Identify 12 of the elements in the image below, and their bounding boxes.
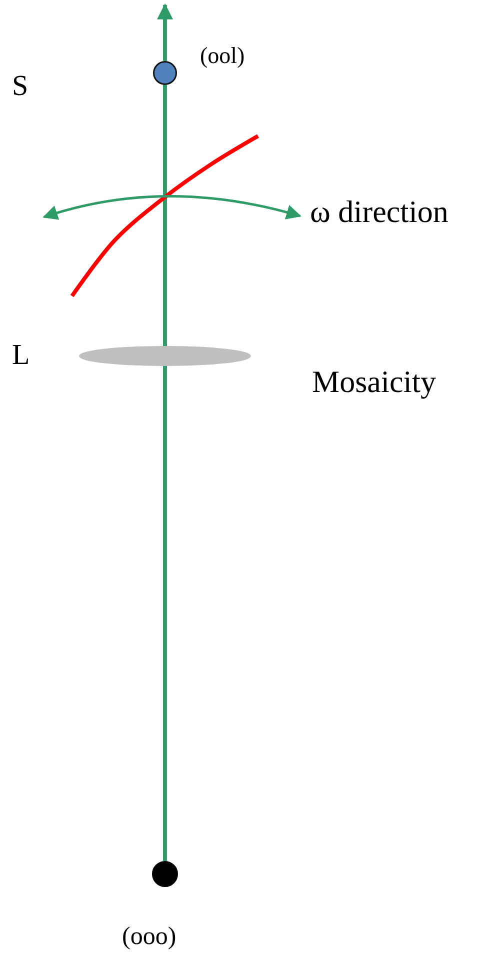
miller-index-label: (ool) — [200, 44, 245, 67]
miller-index-label: (ooo) — [122, 924, 176, 949]
axis-line — [157, 3, 173, 61]
region-label: L — [12, 341, 30, 370]
mosaicity-ellipse — [79, 346, 251, 366]
region-label: S — [12, 72, 28, 101]
axis-line — [163, 366, 167, 861]
mosaicity-label: Mosaicity — [312, 366, 436, 397]
direction-label: ω direction — [310, 196, 448, 227]
reflection-point — [153, 61, 177, 85]
lattice-point — [152, 861, 178, 887]
axis-line — [163, 85, 167, 346]
